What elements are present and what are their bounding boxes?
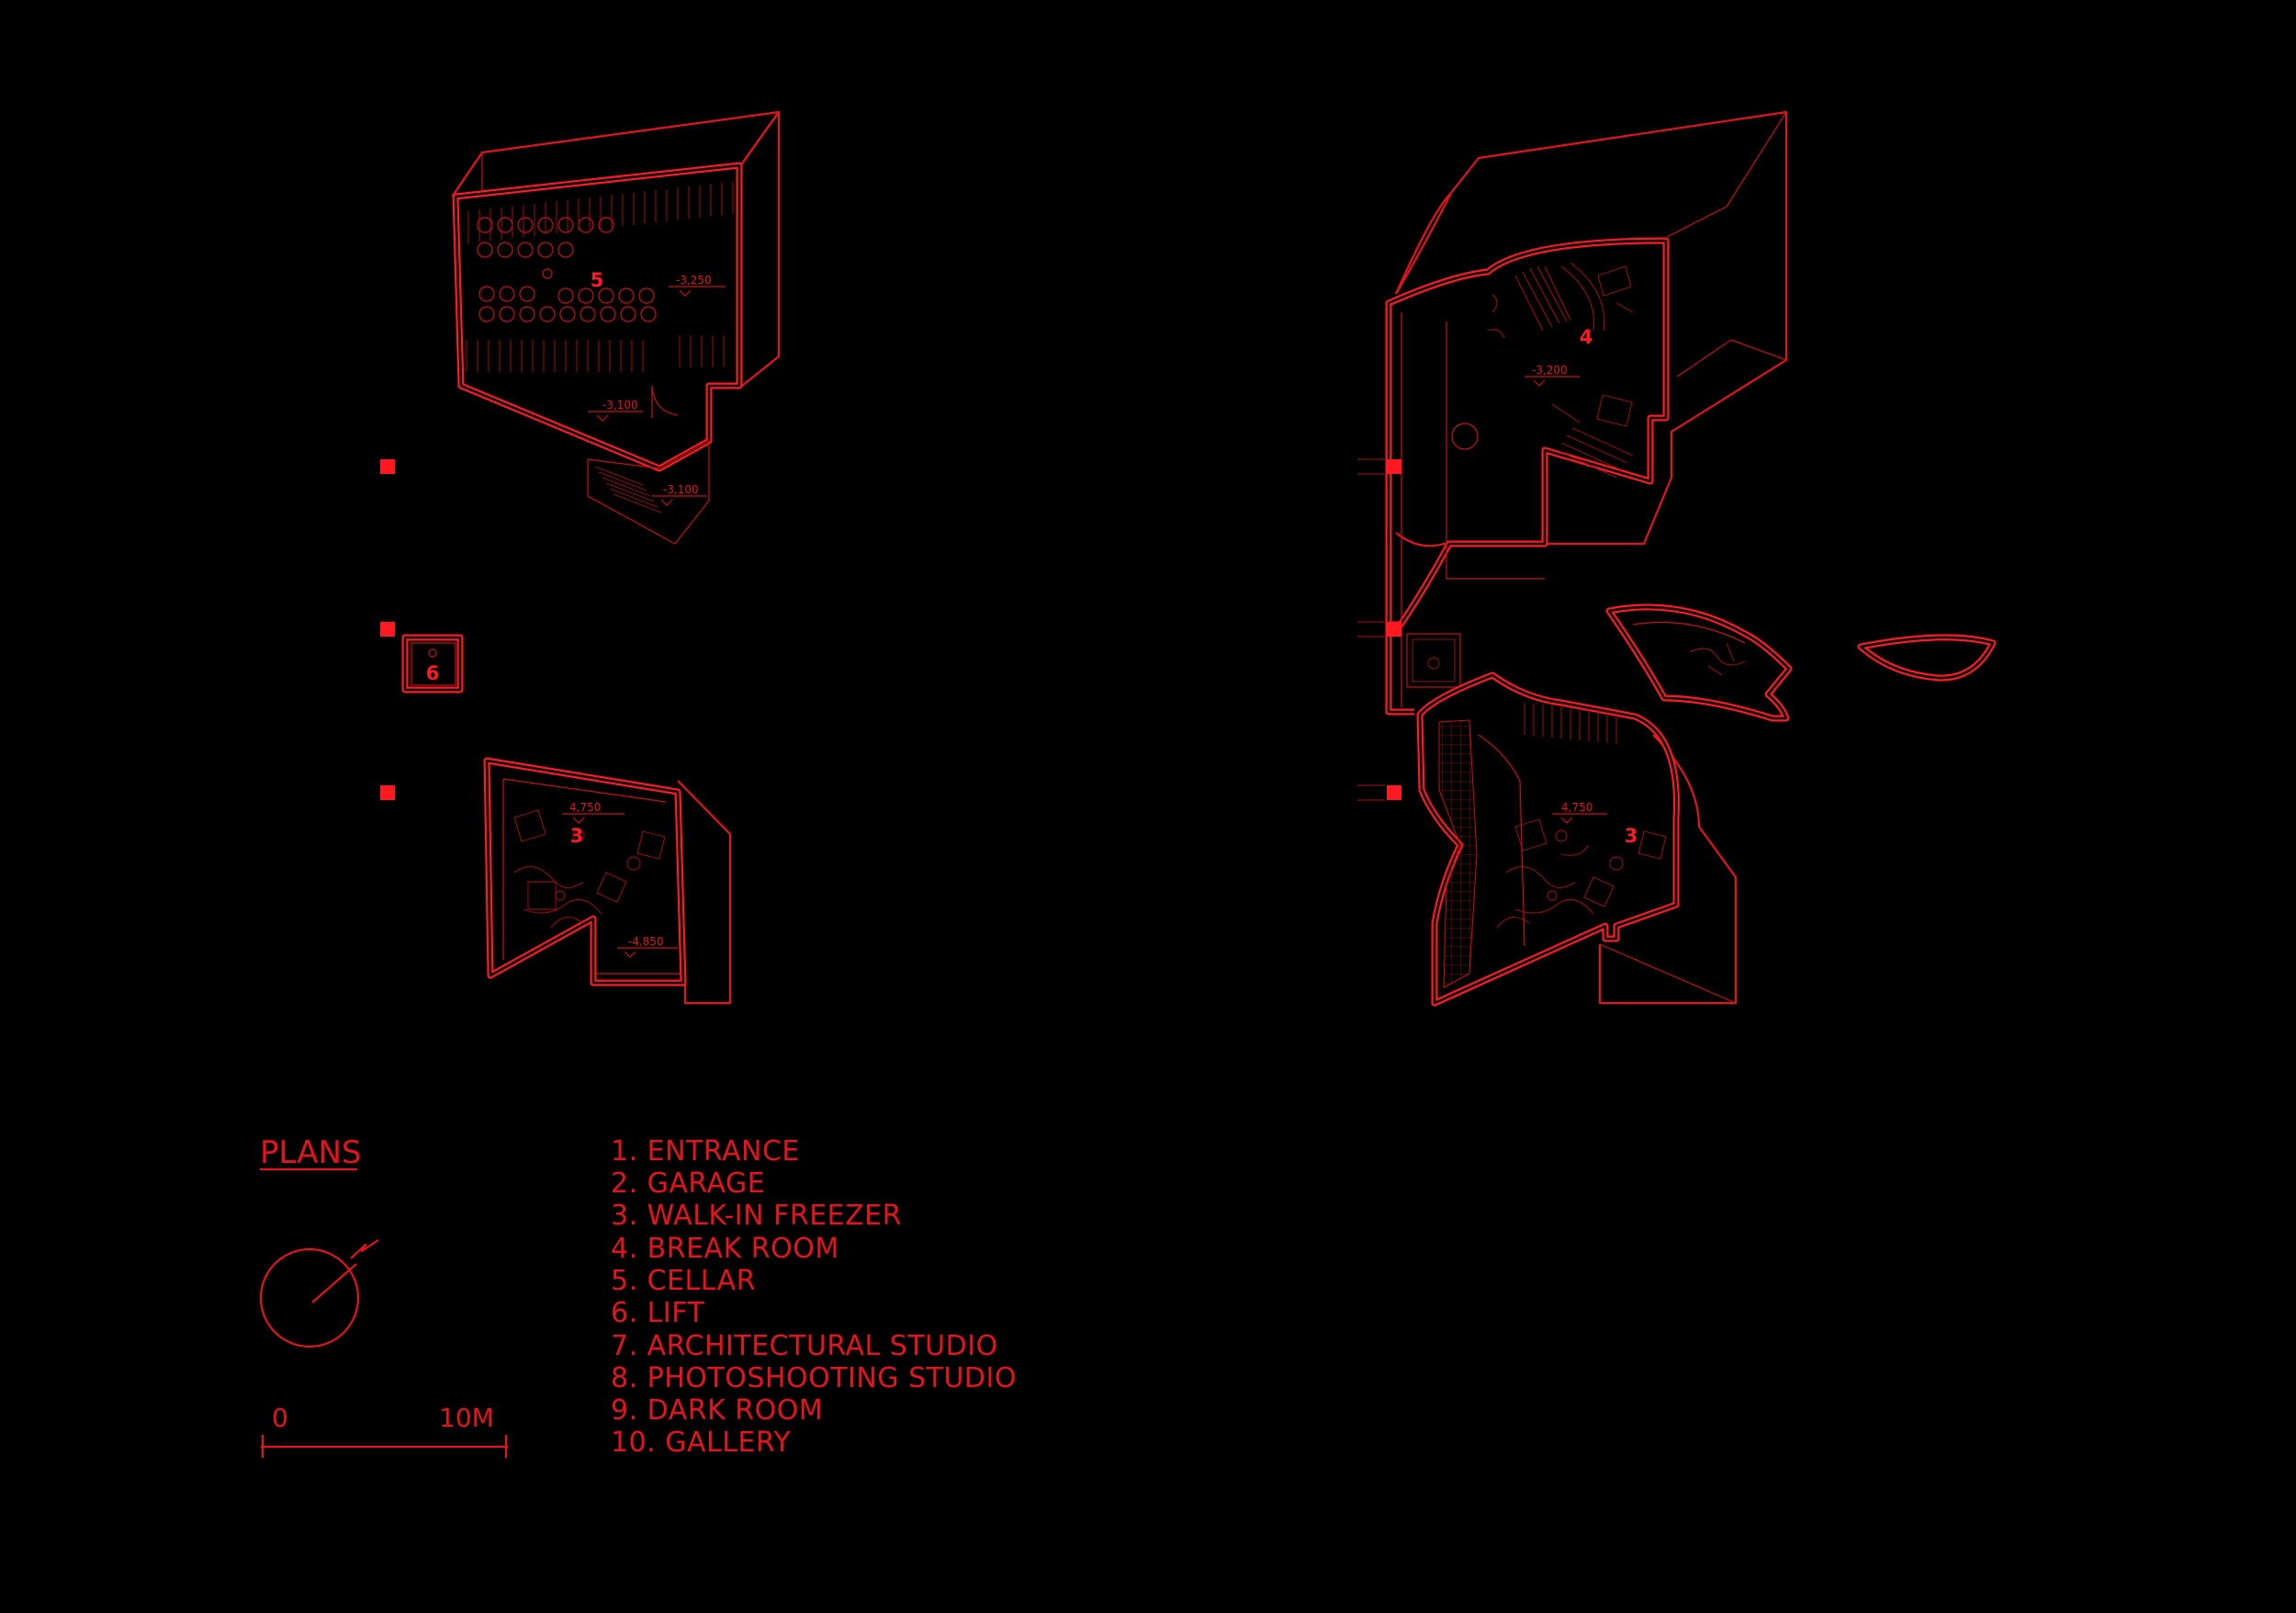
cellar-plan: 5 -3,250 -3,100 -3,100	[451, 110, 781, 545]
column-marker	[1387, 785, 1401, 800]
plan-right: 4 -3,200	[1357, 110, 1997, 1007]
column-marker	[380, 622, 395, 637]
scale-start-label: 0	[272, 1403, 288, 1433]
column-marker	[380, 785, 395, 800]
freezer-plan-right: 3 4,750	[1416, 671, 1738, 1007]
room-list: 1. ENTRANCE 2. GARAGE 3. WALK-IN FREEZER…	[611, 1135, 1017, 1459]
legend: PLANS 0 10M 1. ENTRANCE 2. GARAGE 3. WAL…	[259, 1134, 1017, 1459]
room-number-freezer: 3	[570, 825, 584, 847]
scale-bar-icon: 0 10M	[261, 1403, 508, 1458]
scale-end-label: 10M	[439, 1403, 494, 1433]
barrels	[477, 217, 657, 322]
level-mark: -4,850	[628, 935, 664, 948]
level-mark: -3,200	[1532, 364, 1568, 377]
room-list-item: 9. DARK ROOM	[611, 1394, 823, 1427]
level-mark: -3,100	[602, 399, 638, 412]
level-mark: -3,100	[663, 483, 699, 496]
level-mark: 4,750	[569, 801, 601, 814]
room-list-item: 5. CELLAR	[611, 1265, 756, 1297]
column-marker	[1387, 459, 1401, 474]
room-number-cellar: 5	[591, 269, 604, 291]
break-room-stairs	[1514, 262, 1634, 479]
level-mark: 4,750	[1561, 801, 1593, 814]
room-list-item: 10. GALLERY	[611, 1427, 791, 1459]
lens-volume	[1857, 634, 1997, 682]
break-room-plan: 4 -3,200	[1385, 110, 1788, 716]
wine-racks	[466, 182, 734, 372]
room-list-item: 3. WALK-IN FREEZER	[611, 1200, 902, 1232]
room-list-item: 8. PHOTOSHOOTING STUDIO	[611, 1362, 1017, 1394]
north-arrow-icon	[259, 1239, 379, 1348]
cellar-stairs	[594, 466, 662, 513]
freezer-plan-left: 3 4,750 -4,850	[483, 757, 732, 1005]
plan-left: 5 -3,250 -3,100 -3,100 6	[380, 110, 781, 1005]
column-marker	[1387, 622, 1401, 637]
room-number-break: 4	[1580, 326, 1593, 348]
break-room-furniture	[1451, 265, 1634, 450]
lift-plan: 6	[401, 634, 464, 694]
room-list-item: 1. ENTRANCE	[611, 1135, 800, 1167]
column-marker	[380, 459, 395, 474]
freezer-equipment-right	[1496, 818, 1667, 929]
room-list-item: 4. BREAK ROOM	[611, 1233, 839, 1265]
freezer-equipment	[513, 809, 666, 929]
leaf-volume	[1605, 603, 1793, 722]
lift-plan-right	[1406, 633, 1461, 688]
room-number-freezer-right: 3	[1625, 825, 1638, 847]
plans-title: PLANS	[260, 1134, 362, 1171]
room-list-item: 7. ARCHITECTURAL STUDIO	[611, 1330, 998, 1362]
level-mark: -3,250	[676, 274, 712, 287]
room-list-item: 2. GARAGE	[611, 1167, 765, 1200]
room-number-lift: 6	[426, 662, 440, 684]
room-list-item: 6. LIFT	[611, 1297, 704, 1329]
